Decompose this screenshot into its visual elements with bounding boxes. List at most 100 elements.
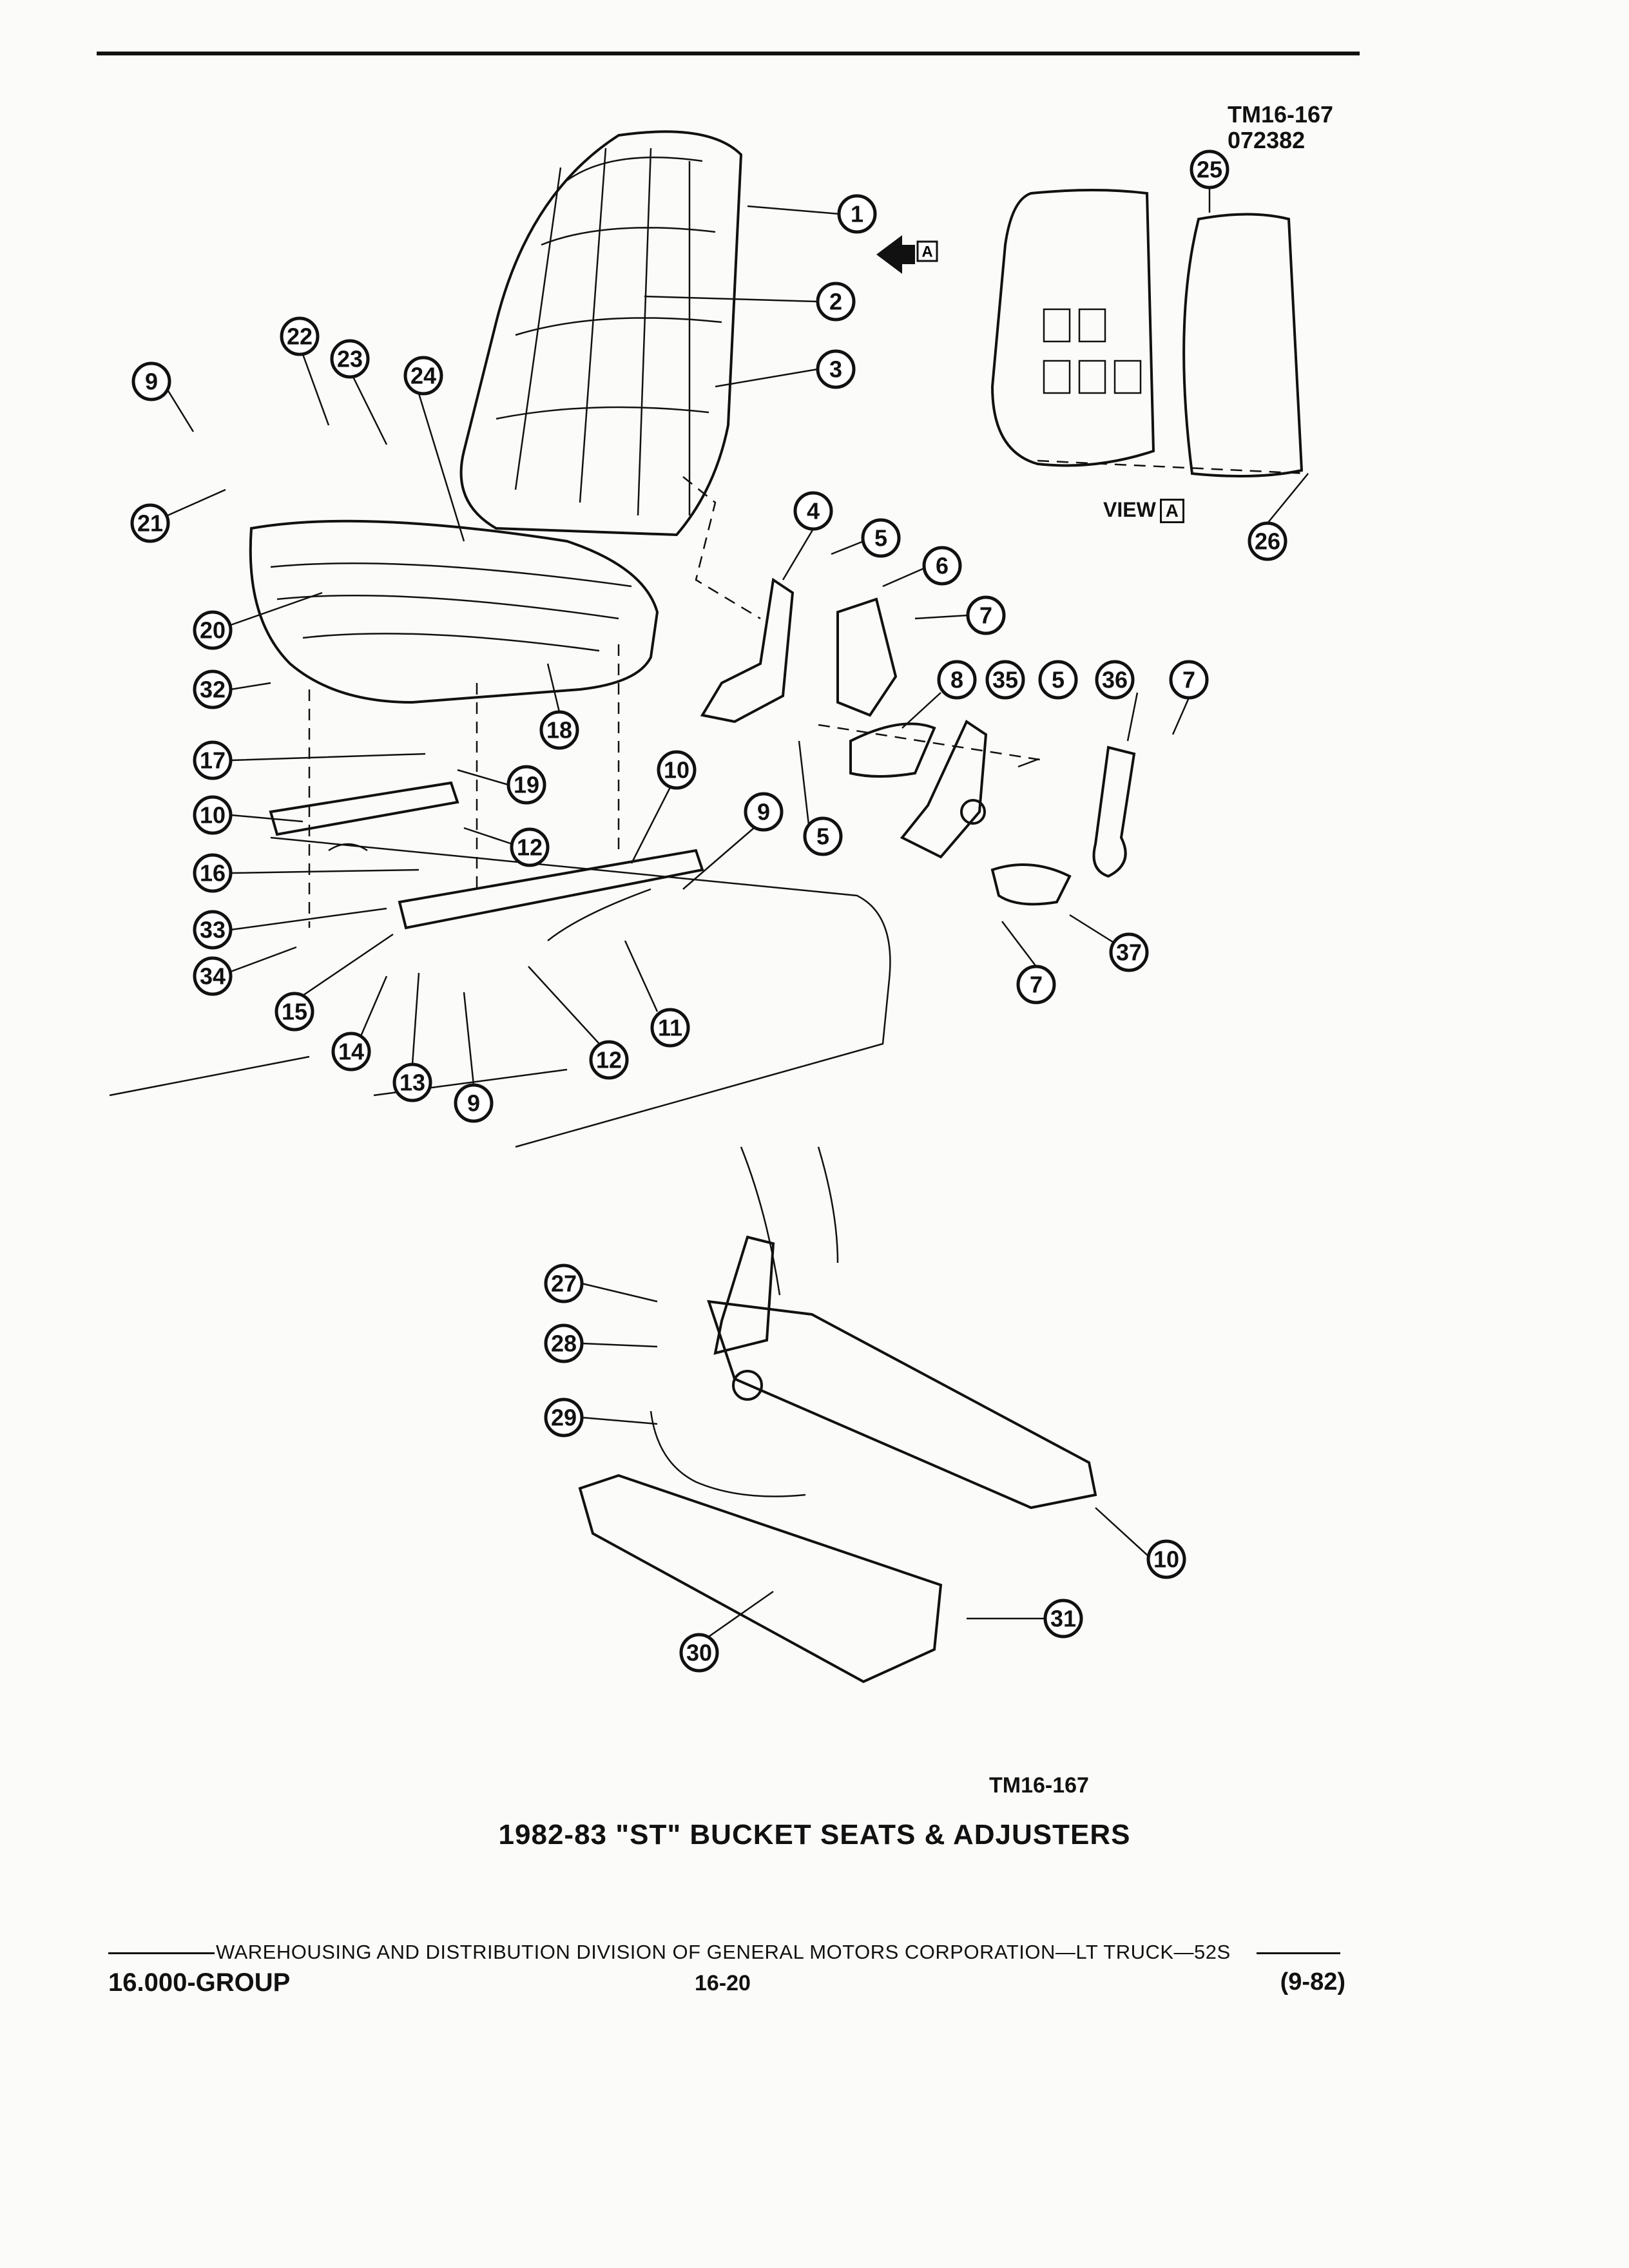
footer-dash-left: [108, 1952, 215, 1955]
callout-9c: 9: [454, 1083, 494, 1123]
callout-9a: 9: [131, 361, 171, 401]
svg-text:10: 10: [1153, 1546, 1179, 1573]
svg-text:12: 12: [517, 834, 543, 861]
callout-10a: 10: [657, 750, 697, 790]
callout-25: 25: [1190, 149, 1229, 189]
callout-35: 35: [985, 660, 1025, 700]
svg-text:11: 11: [658, 1015, 682, 1041]
svg-text:18: 18: [546, 717, 572, 744]
svg-text:25: 25: [1197, 157, 1222, 183]
callout-1: 1: [837, 194, 877, 234]
svg-text:24: 24: [410, 363, 436, 389]
svg-text:31: 31: [1050, 1606, 1076, 1632]
callout-34: 34: [193, 956, 233, 996]
svg-text:15: 15: [282, 999, 307, 1025]
svg-text:5: 5: [816, 823, 829, 850]
svg-text:27: 27: [551, 1271, 577, 1297]
svg-text:26: 26: [1255, 528, 1280, 555]
svg-text:3: 3: [829, 356, 842, 383]
date-code: (9-82): [1280, 1968, 1345, 1995]
svg-text:22: 22: [287, 323, 313, 350]
svg-text:20: 20: [200, 617, 226, 644]
recliner-mechanism: [700, 577, 1136, 906]
svg-text:28: 28: [551, 1331, 577, 1357]
callout-18: 18: [539, 710, 579, 750]
callout-12b: 12: [589, 1040, 629, 1080]
svg-text:30: 30: [686, 1640, 712, 1666]
figure-title: 1982-83 "ST" BUCKET SEATS & ADJUSTERS: [498, 1819, 1131, 1850]
callout-10b: 10: [193, 795, 233, 835]
callout-31: 31: [1043, 1599, 1083, 1639]
svg-text:10: 10: [664, 757, 689, 783]
svg-text:36: 36: [1102, 667, 1128, 693]
svg-text:1: 1: [851, 201, 863, 227]
svg-text:6: 6: [936, 553, 949, 579]
callout-19: 19: [506, 765, 546, 805]
callout-37: 37: [1109, 932, 1149, 972]
svg-text:5: 5: [1052, 667, 1065, 693]
callout-5c: 5: [803, 816, 843, 856]
callout-9b: 9: [744, 792, 784, 832]
assembly-lines: [308, 476, 1045, 928]
callout-10c: 10: [1146, 1539, 1186, 1579]
svg-text:7: 7: [979, 602, 992, 629]
svg-text:9: 9: [757, 799, 770, 825]
callout-7b: 7: [1169, 660, 1209, 700]
svg-text:5: 5: [874, 525, 887, 552]
svg-text:32: 32: [200, 677, 226, 703]
svg-text:13: 13: [400, 1070, 425, 1096]
callout-26: 26: [1248, 521, 1287, 561]
drawing-date-code: 072382: [1228, 127, 1306, 153]
view-a-arrow: A: [876, 235, 938, 274]
callout-29: 29: [544, 1398, 584, 1437]
svg-text:9: 9: [145, 369, 158, 395]
callout-7c: 7: [1016, 965, 1056, 1004]
drawing-reference-top: TM16-167 072382: [1228, 102, 1333, 153]
page-number: 16-20: [695, 1971, 751, 1995]
seat-back: [459, 130, 743, 537]
callout-5b: 5: [1038, 660, 1078, 700]
callout-21: 21: [130, 503, 170, 543]
view-label-box: A: [1159, 499, 1185, 523]
callout-23: 23: [330, 339, 370, 379]
callout-16: 16: [193, 853, 233, 893]
callout-6: 6: [922, 546, 962, 586]
callout-7a: 7: [966, 595, 1006, 635]
drawing-ref: TM16-167: [1228, 101, 1334, 128]
svg-text:4: 4: [807, 498, 820, 524]
footer-group-line: 16.000-GROUP 16-20 (9-82): [108, 1968, 1345, 2001]
svg-text:14: 14: [338, 1039, 364, 1065]
svg-text:21: 21: [137, 510, 163, 537]
callout-17: 17: [193, 740, 233, 780]
svg-text:17: 17: [200, 747, 226, 774]
callout-8: 8: [937, 660, 977, 700]
callout-4: 4: [793, 491, 833, 531]
svg-text:29: 29: [551, 1405, 577, 1431]
side-console: [578, 1146, 1097, 1684]
footer-publisher-line: WAREHOUSING AND DISTRIBUTION DIVISION OF…: [108, 1941, 1345, 1964]
svg-text:7: 7: [1182, 667, 1195, 693]
callout-14: 14: [331, 1032, 371, 1072]
callout-3: 3: [816, 349, 856, 389]
callout-24: 24: [403, 356, 443, 396]
svg-text:8: 8: [950, 667, 963, 693]
svg-text:16: 16: [200, 860, 226, 887]
callout-5a: 5: [861, 518, 901, 558]
callout-20: 20: [193, 610, 233, 650]
callout-28: 28: [544, 1323, 584, 1363]
callout-13: 13: [392, 1062, 432, 1102]
callout-27: 27: [544, 1264, 584, 1303]
callout-30: 30: [679, 1633, 719, 1673]
svg-text:A: A: [921, 244, 932, 261]
callout-33: 33: [193, 910, 233, 950]
group-label: 16.000-GROUP: [108, 1968, 291, 1997]
footer-dash-right: [1256, 1952, 1340, 1955]
drawing-reference-bottom: TM16-167: [989, 1773, 1089, 1798]
svg-text:10: 10: [200, 802, 226, 829]
top-rule: [97, 52, 1360, 55]
svg-text:33: 33: [200, 917, 226, 943]
svg-text:12: 12: [596, 1047, 622, 1073]
svg-text:35: 35: [992, 667, 1018, 693]
callout-12a: 12: [510, 827, 550, 867]
